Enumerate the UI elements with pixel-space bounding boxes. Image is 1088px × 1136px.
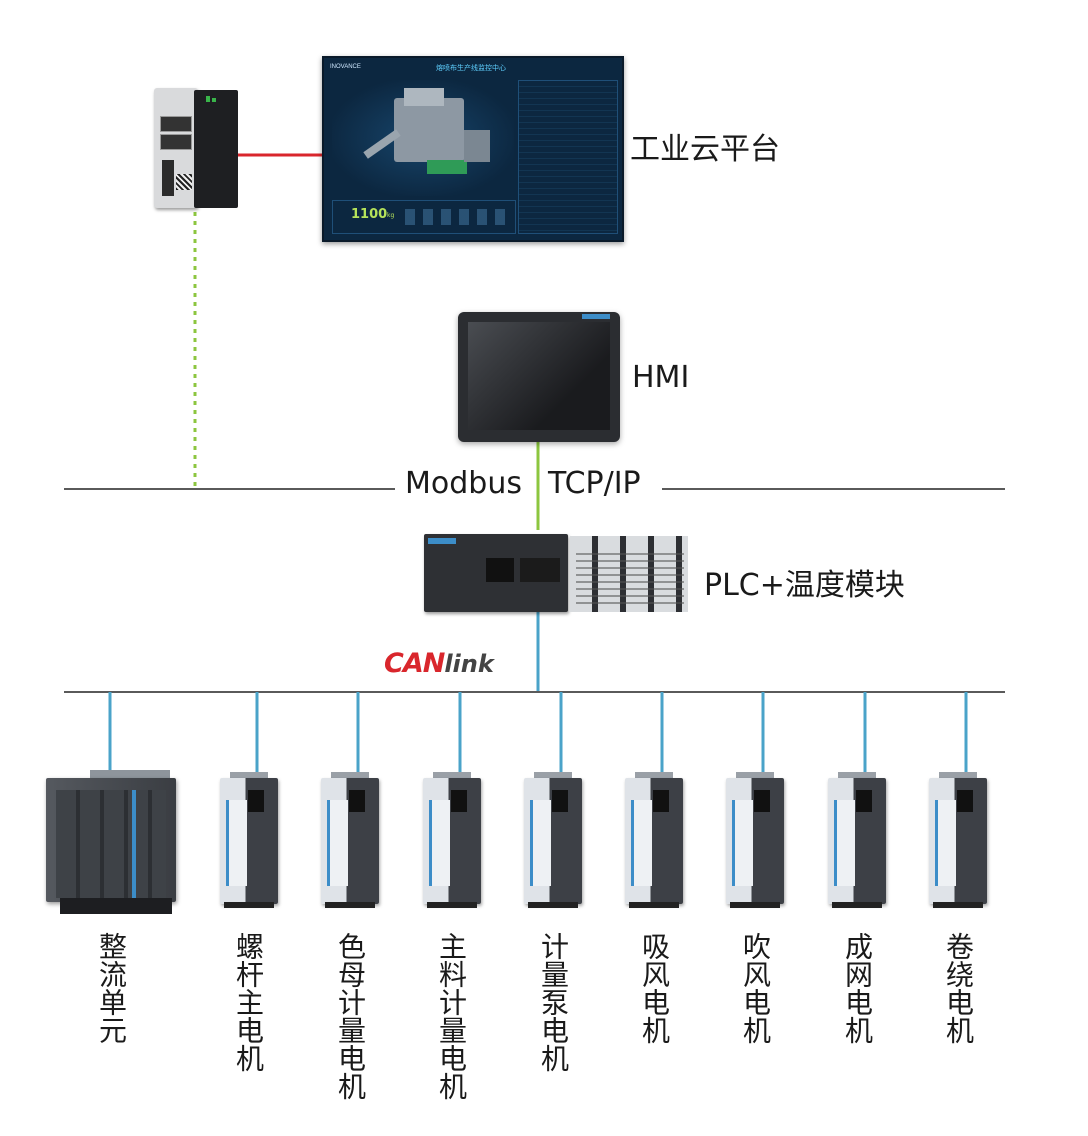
cloud-screen-brand: INOVANCE <box>330 64 361 70</box>
canlink-logo: CANlink <box>384 648 494 679</box>
device-label-screw-motor: 螺杆主电机 <box>232 932 265 1072</box>
servo-drive <box>828 772 886 908</box>
cloud-dashboard-screen: INOVANCE 熔喷布生产线监控中心 1100 kg <box>322 56 624 242</box>
servo-drive <box>524 772 582 908</box>
dashboard-readout-unit: kg <box>387 212 395 219</box>
hmi-panel <box>458 312 620 442</box>
hmi-label: HMI <box>632 360 690 395</box>
servo-drive <box>625 772 683 908</box>
dashboard-stats-bar: 1100 kg <box>332 200 516 234</box>
servo-drive <box>423 772 481 908</box>
device-label-main-metering-motor: 主料计量电机 <box>435 932 468 1100</box>
servo-drive <box>929 772 987 908</box>
machine-illustration <box>332 80 514 196</box>
servo-drive <box>321 772 379 908</box>
modbus-label: Modbus <box>405 466 522 501</box>
dashboard-data-table <box>518 80 618 234</box>
iot-gateway <box>154 88 238 212</box>
canlink-logo-can: CAN <box>384 648 445 679</box>
hmi-screen <box>468 322 610 430</box>
plc-label: PLC+温度模块 <box>704 568 905 603</box>
servo-drive <box>220 772 278 908</box>
canlink-logo-link: link <box>444 650 494 678</box>
device-label-color-metering-motor: 色母计量电机 <box>334 932 367 1100</box>
device-label-metering-pump-motor: 计量泵电机 <box>537 932 570 1072</box>
rectifier-unit <box>46 770 178 916</box>
device-label-suction-fan-motor: 吸风电机 <box>638 932 671 1044</box>
servo-drive <box>726 772 784 908</box>
device-label-blower-motor: 吹风电机 <box>739 932 772 1044</box>
device-label-winding-motor: 卷绕电机 <box>942 932 975 1044</box>
cloud-screen-title: 熔喷布生产线监控中心 <box>436 64 506 72</box>
dashboard-readout-value: 1100 <box>351 207 388 222</box>
tcpip-label: TCP/IP <box>548 466 641 501</box>
device-label-web-forming-motor: 成网电机 <box>841 932 874 1044</box>
cloud-platform-label: 工业云平台 <box>630 132 780 167</box>
device-label-rectifier: 整流单元 <box>95 932 128 1044</box>
plc-unit <box>424 534 688 614</box>
